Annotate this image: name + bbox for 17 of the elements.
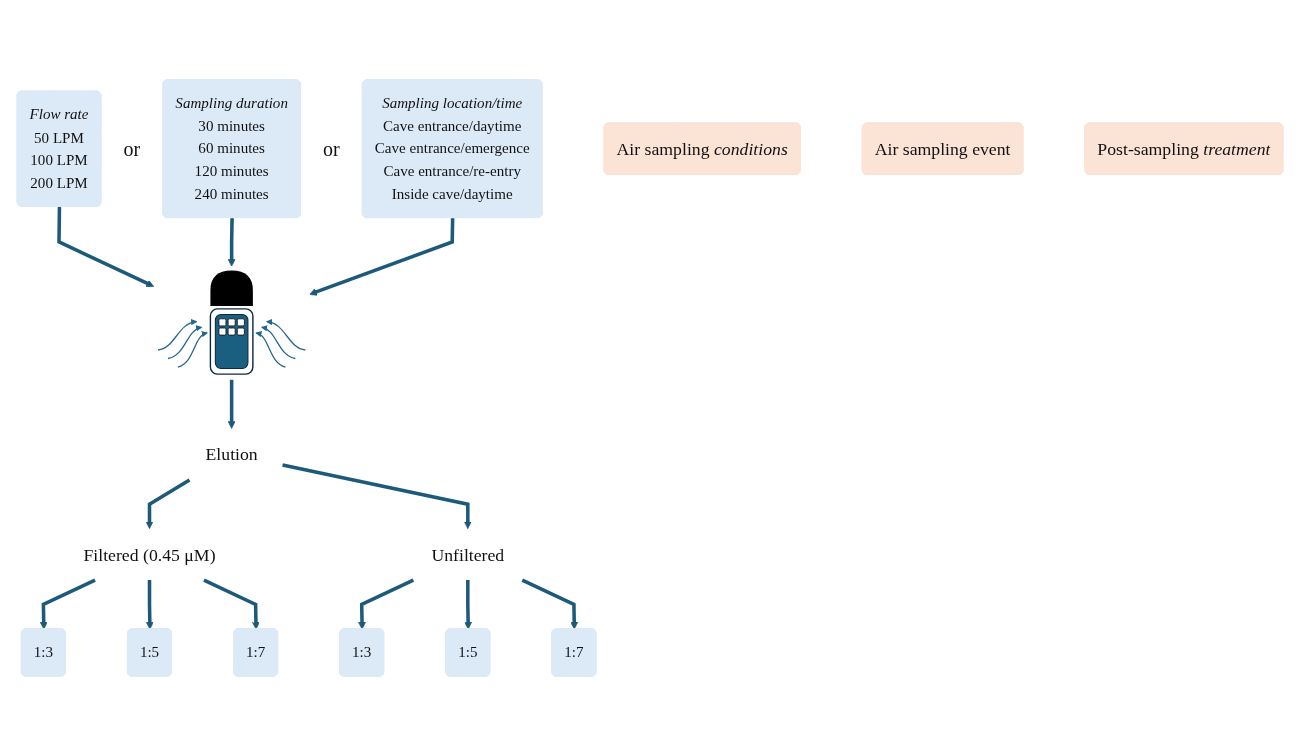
arrow	[309, 218, 455, 296]
arrow	[227, 379, 236, 429]
node-text: Unfiltered	[431, 544, 505, 565]
arrow	[358, 578, 415, 630]
arrow	[145, 478, 191, 529]
arrow	[145, 580, 154, 630]
arrow	[282, 463, 472, 529]
arrow	[464, 580, 473, 630]
arrow	[39, 578, 96, 630]
node-text: Elution	[205, 444, 258, 464]
node-text: Filtered (0.45 μM)	[83, 544, 216, 565]
arrow	[521, 578, 579, 630]
arrow	[57, 206, 155, 288]
conjunction-label: or	[323, 137, 340, 161]
arrow	[203, 578, 260, 630]
conjunction-label: or	[123, 137, 141, 161]
arrow	[227, 218, 236, 267]
